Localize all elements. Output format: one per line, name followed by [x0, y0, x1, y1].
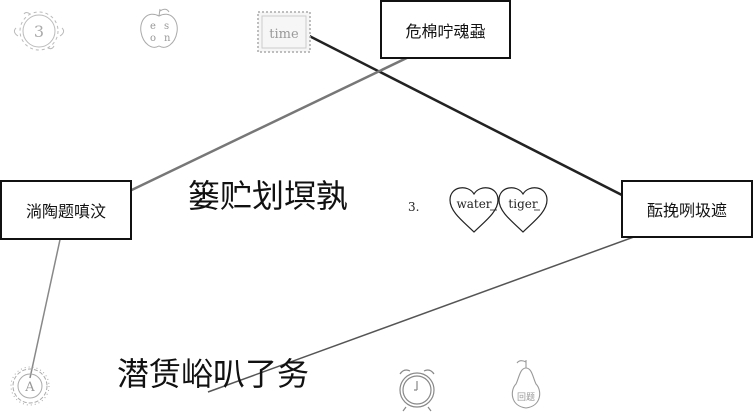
alarm-clock-icon — [399, 369, 435, 412]
right-text-box: 酝挽咧圾遮 — [621, 180, 753, 238]
apple-picture: e s o n — [136, 6, 182, 52]
flower-badge-icon: 3 — [13, 11, 65, 51]
pear-picture: 回题 — [504, 356, 548, 412]
middle-free-text: 篓贮划塓孰 — [188, 177, 349, 215]
apple-letter-4: n — [164, 33, 171, 44]
bottom-free-text: 潜赁峪叭了务 — [117, 355, 310, 393]
top-text-box: 危棉咛魂蝨 — [380, 0, 511, 59]
stamp-picture: time — [254, 8, 314, 56]
apple-letter-2: s — [164, 21, 169, 32]
stamp-frame-icon: time — [257, 11, 311, 53]
hearts-number: 3. — [408, 200, 419, 214]
pear-icon: 回题 — [511, 360, 541, 409]
apple-letter-1: e — [150, 21, 156, 32]
flower-badge-bottom: A — [8, 364, 52, 408]
connector-top-box-to-left-box — [89, 40, 441, 212]
connector-stamp-to-right-box — [269, 14, 676, 224]
hearts-icon: 3. water tiger — [408, 187, 548, 233]
left-text-box: 淌陶题嗔汶 — [0, 180, 132, 240]
apple-letter-3: o — [150, 33, 156, 44]
top-text-box-label: 危棉咛魂蝨 — [405, 21, 486, 41]
apple-icon: e s o n — [140, 8, 178, 48]
pear-label: 回题 — [517, 392, 535, 403]
hearts-word-2: tiger — [508, 197, 537, 211]
connector-right-box-to-bottom-text — [207, 221, 676, 393]
stamp-label: time — [269, 27, 299, 42]
flower-badge-top: 3 — [10, 8, 68, 54]
hearts-picture: 3. water tiger — [404, 184, 554, 236]
hearts-word-1: water — [456, 197, 491, 211]
alarm-clock-picture — [394, 364, 440, 412]
flower-badge-top-label: 3 — [34, 22, 44, 41]
flower-badge-icon: A — [10, 366, 50, 406]
flower-badge-bottom-label: A — [24, 380, 35, 395]
right-text-box-label: 酝挽咧圾遮 — [646, 201, 727, 220]
left-text-box-label: 淌陶题嗔汶 — [25, 202, 106, 221]
